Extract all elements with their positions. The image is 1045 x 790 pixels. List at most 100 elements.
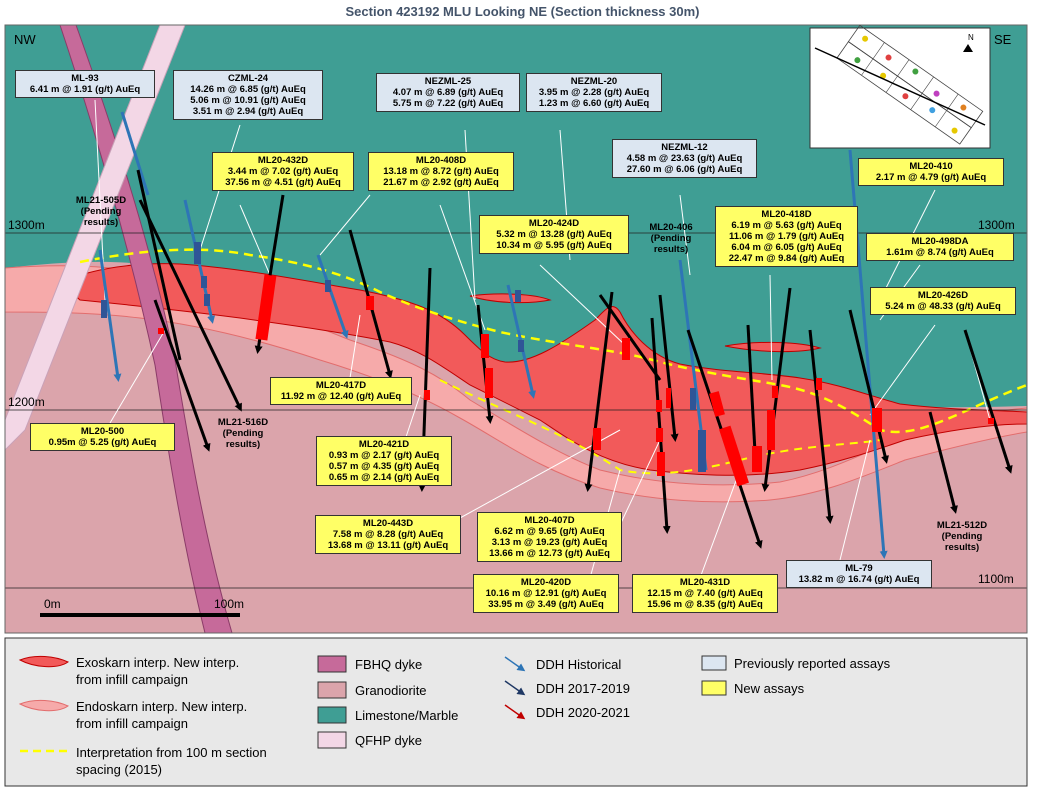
fbhq-legend-swatch	[317, 655, 347, 673]
assay-line: 5.24 m @ 48.33 (g/t) AuEq	[885, 301, 1001, 312]
drillhole-ml20-407d	[650, 317, 671, 534]
drillhole-ml-93	[120, 111, 150, 196]
assay-box-ml20-420d: ML20-420D 10.16 m @ 12.91 (g/t) AuEq 33.…	[473, 574, 619, 613]
assay-interval	[158, 328, 164, 334]
assay-interval	[698, 430, 706, 472]
assay-interval	[325, 280, 331, 292]
ddh-historical-legend-icon	[504, 656, 526, 672]
hole-id: ML21-512D	[936, 520, 988, 531]
assay-interval	[194, 242, 201, 264]
assay-interval	[657, 452, 665, 476]
assay-line: 15.96 m @ 8.35 (g/t) AuEq	[647, 599, 763, 610]
assay-box-ml-93: ML-93 6.41 m @ 1.91 (g/t) AuEq	[15, 70, 155, 98]
assay-line: 6.19 m @ 5.63 (g/t) AuEq	[731, 220, 842, 231]
assay-interval	[709, 391, 725, 417]
assay-interval	[816, 378, 822, 390]
pending-note: results)	[225, 439, 261, 450]
assay-line: 3.51 m @ 2.94 (g/t) AuEq	[192, 106, 304, 117]
endoskarn-legend-swatch	[18, 699, 70, 712]
assay-line: 6.62 m @ 9.65 (g/t) AuEq	[494, 526, 605, 537]
assay-interval	[719, 425, 749, 487]
assay-line: 0.95m @ 5.25 (g/t) AuEq	[48, 437, 157, 448]
assay-box-ml20-417d: ML20-417D 11.92 m @ 12.40 (g/t) AuEq	[270, 377, 412, 405]
assay-line: 1.23 m @ 6.60 (g/t) AuEq	[538, 98, 650, 109]
assay-interval	[666, 388, 671, 408]
legend-fbhq-label: FBHQ dyke	[355, 657, 423, 672]
assay-interval	[366, 296, 374, 310]
hole-id: NEZML-12	[661, 142, 708, 153]
hole-id: ML-79	[845, 563, 873, 574]
assay-line: 3.13 m @ 19.23 (g/t) AuEq	[491, 537, 608, 548]
assay-interval	[204, 294, 210, 306]
legend-ddh-2020-label: DDH 2020-2021	[536, 705, 630, 720]
assay-line: 14.26 m @ 6.85 (g/t) AuEq	[190, 84, 306, 95]
drillhole-ml20-498da	[808, 329, 834, 524]
drillhole-ml20-432d-a	[136, 169, 182, 361]
ddh-2020-legend-icon	[504, 704, 526, 720]
pending-label-ml21-512d: ML21-512D (Pending results)	[927, 520, 997, 553]
assay-line: 33.95 m @ 3.49 (g/t) AuEq	[488, 599, 604, 610]
se-label: SE	[994, 32, 1012, 47]
legend-prev-assays-label: Previously reported assays	[734, 656, 891, 671]
scale-start-label: 0m	[44, 597, 61, 611]
assay-interval	[656, 428, 663, 442]
assay-interval	[201, 276, 207, 288]
prev-assay-legend-swatch	[701, 655, 727, 671]
assay-line: 10.34 m @ 5.95 (g/t) AuEq	[496, 240, 612, 251]
legend-ddh-historical-label: DDH Historical	[536, 657, 622, 672]
north-label: N	[968, 33, 974, 42]
pending-note: results)	[83, 217, 119, 228]
legend-new-assays-label: New assays	[734, 681, 805, 696]
assay-line: 2.17 m @ 4.79 (g/t) AuEq	[875, 172, 987, 183]
assay-line: 0.57 m @ 4.35 (g/t) AuEq	[328, 461, 440, 472]
pending-note: results)	[944, 542, 980, 553]
assay-box-ml20-498da: ML20-498DA 1.61m @ 8.74 (g/t) AuEq	[866, 233, 1014, 261]
hole-id: ML21-516D	[217, 417, 269, 428]
location-inset-map: N	[809, 24, 991, 149]
hole-id: ML20-417D	[315, 380, 367, 391]
drillhole-ml21-512d	[928, 411, 958, 514]
hole-id: ML20-426D	[917, 290, 969, 301]
exoskarn-zone	[59, 263, 1028, 476]
assay-interval	[752, 446, 762, 472]
assay-line: 7.58 m @ 8.28 (g/t) AuEq	[332, 529, 444, 540]
assay-line: 0.93 m @ 2.17 (g/t) AuEq	[328, 450, 440, 461]
assay-line: 4.58 m @ 23.63 (g/t) AuEq	[626, 153, 743, 164]
granodiorite-legend-swatch	[317, 681, 347, 699]
drillhole-ml20-410	[848, 309, 889, 464]
hole-id: ML-93	[71, 73, 99, 84]
assay-line: 5.06 m @ 10.91 (g/t) AuEq	[190, 95, 306, 106]
assay-box-czml-24: CZML-24 14.26 m @ 6.85 (g/t) AuEq 5.06 m…	[173, 70, 323, 120]
elevation-1100-label: 1100m	[978, 572, 1014, 586]
drillhole-ml20-443d	[584, 291, 614, 492]
pending-note: (Pending	[222, 428, 264, 439]
assay-line: 13.68 m @ 13.11 (g/t) AuEq	[327, 540, 449, 551]
elevation-1300-right-label: 1300m	[978, 218, 1015, 232]
assay-line: 37.56 m @ 4.51 (g/t) AuEq	[225, 177, 341, 188]
assay-line: 13.82 m @ 16.74 (g/t) AuEq	[798, 574, 920, 585]
assay-interval	[424, 390, 430, 400]
hole-id: ML20-418D	[761, 209, 812, 220]
assay-line: 0.65 m @ 2.14 (g/t) AuEq	[328, 472, 440, 483]
elevation-1300-label: 1300m	[8, 218, 45, 232]
pending-note: (Pending	[941, 531, 983, 542]
assay-box-ml20-426d: ML20-426D 5.24 m @ 48.33 (g/t) AuEq	[870, 287, 1016, 315]
hole-id: NEZML-20	[570, 76, 618, 87]
assay-interval	[622, 338, 630, 360]
assay-interval	[485, 368, 493, 398]
assay-line: 5.75 m @ 7.22 (g/t) AuEq	[392, 98, 504, 109]
assay-line: 11.06 m @ 1.79 (g/t) AuEq	[728, 231, 845, 242]
assay-interval	[481, 334, 489, 358]
new-assay-legend-swatch	[701, 680, 727, 696]
hole-id: ML21-505D	[75, 195, 127, 206]
pending-note: results)	[653, 244, 689, 255]
assay-line: 1.61m @ 8.74 (g/t) AuEq	[886, 247, 994, 258]
drillhole-ml20-424d	[598, 294, 662, 381]
hole-id: ML20-407D	[524, 515, 575, 526]
scale-end-label: 100m	[214, 597, 245, 611]
hole-id: ML20-408D	[415, 155, 467, 166]
north-arrow-icon	[963, 44, 973, 52]
pending-note: (Pending	[650, 233, 692, 244]
assay-box-ml20-408d: ML20-408D 13.18 m @ 8.72 (g/t) AuEq 21.6…	[368, 152, 514, 191]
assay-interval	[767, 410, 775, 450]
